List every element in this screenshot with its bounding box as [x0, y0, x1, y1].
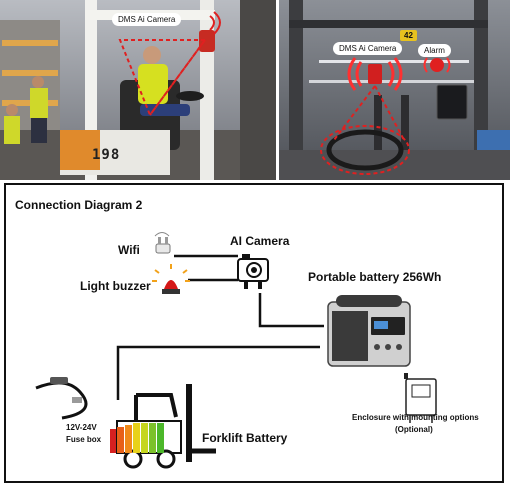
wires	[116, 254, 324, 400]
portable-battery-icon	[327, 295, 411, 367]
fuse-box-label: Fuse box	[66, 435, 102, 444]
forklift-cab-photo: DMS Ai Camera 198	[0, 0, 276, 180]
fuse-box-icon	[35, 377, 88, 420]
wifi-icon	[154, 232, 171, 254]
ai-camera-label: AI Camera	[230, 234, 290, 248]
battery-gauge-icon	[110, 423, 164, 453]
enclosure-optional-label: (Optional)	[395, 425, 433, 434]
light-buzzer-icon	[152, 264, 190, 294]
fuse-box-voltage-label: 12V-24V	[66, 423, 97, 432]
forklift-icon	[110, 384, 216, 469]
wifi-label: Wifi	[118, 243, 140, 257]
aisle-number-sign: 42	[400, 30, 417, 41]
enclosure-icon	[404, 373, 437, 423]
forklift-battery-label: Forklift Battery	[202, 431, 288, 445]
alarm-label: Alarm	[418, 44, 451, 57]
light-buzzer-label: Light buzzer	[80, 279, 151, 293]
forklift-number: 198	[92, 147, 121, 163]
ai-camera-icon	[237, 254, 269, 289]
connection-diagram: Connection Diagram 2 Wifi AI Camera Ligh…	[4, 183, 504, 483]
dms-camera-label-left: DMS Ai Camera	[112, 13, 182, 26]
enclosure-label: Enclosure with mounting options	[352, 413, 479, 422]
diagram-title: Connection Diagram 2	[15, 198, 143, 212]
dms-camera-label-right: DMS Ai Camera	[333, 42, 403, 55]
forklift-driver-view-photo: 42 DMS Ai Camera Alarm	[279, 0, 510, 180]
diagram-drawing	[35, 232, 437, 469]
portable-battery-label: Portable battery 256Wh	[308, 270, 442, 284]
